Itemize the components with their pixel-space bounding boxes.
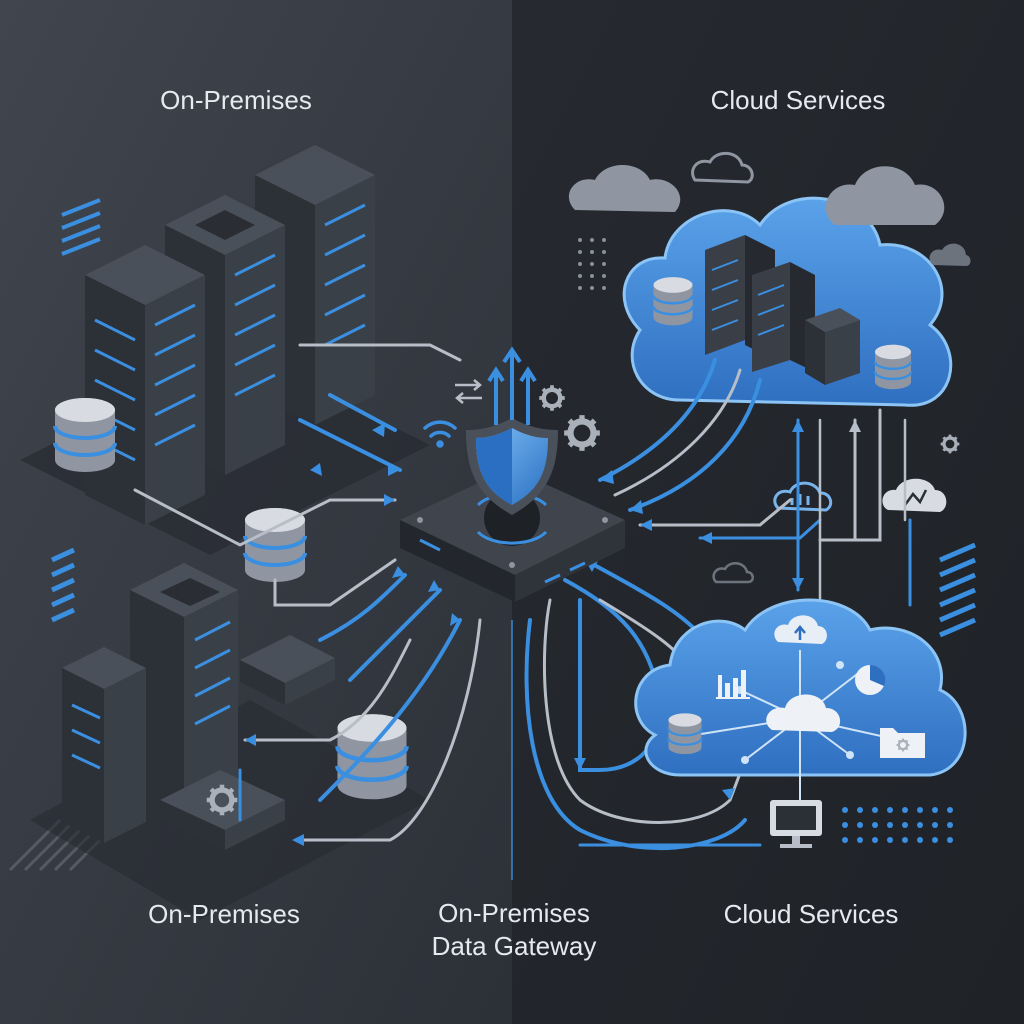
stripe-decoration-left-mid [50,547,76,623]
cloud-icon [929,243,971,266]
database-icon [667,712,703,756]
wifi-icon [423,420,457,448]
monitor-icon [770,800,822,848]
server-rack-icon [255,145,375,425]
cloud-icon [568,165,681,212]
upload-arrows [487,346,537,425]
database-icon [53,396,117,474]
server-rack-icon [752,262,815,372]
cloud-services-title: Cloud Services [710,85,886,115]
cloud-icon [712,562,754,584]
stripe-decoration-right [939,542,976,638]
dot-grid-decoration [578,238,606,290]
server-rack-icon [165,195,285,475]
database-icon [243,506,307,584]
on-premises-title: On-Premises [160,85,312,115]
dot-grid-decoration-bottom [842,807,953,843]
arrow-icon [245,423,460,846]
server-rack-icon [805,308,860,385]
gateway-caption: On-Premises Data Gateway [431,898,597,961]
database-icon [873,343,913,391]
cloud-icon [825,166,945,225]
cloud-analytics-icon [773,481,833,512]
server-rack-icon [130,563,238,815]
network-switch-icon [240,635,335,705]
stripe-decoration-left-top [61,198,101,256]
cloud-icon [691,151,754,184]
gateway-appliance-icon [160,770,285,850]
cloud-upload-icon [774,615,827,644]
sync-icon [455,379,482,404]
cloud-services-caption: Cloud Services [723,899,899,929]
pie-chart-icon [855,664,886,695]
server-rack-icon [85,245,205,525]
bar-chart-icon [716,670,750,699]
connection-paths-left [133,343,482,842]
folder-icon [880,728,925,758]
database-icon [652,275,694,327]
shield-icon [466,418,558,515]
arrow-icon [574,420,861,800]
network-node-dots [736,661,854,764]
cloud-hub-icon [766,694,841,732]
server-rack-icon [62,647,146,843]
on-premises-caption: On-Premises [148,899,300,929]
cloud-image-icon [882,478,947,512]
